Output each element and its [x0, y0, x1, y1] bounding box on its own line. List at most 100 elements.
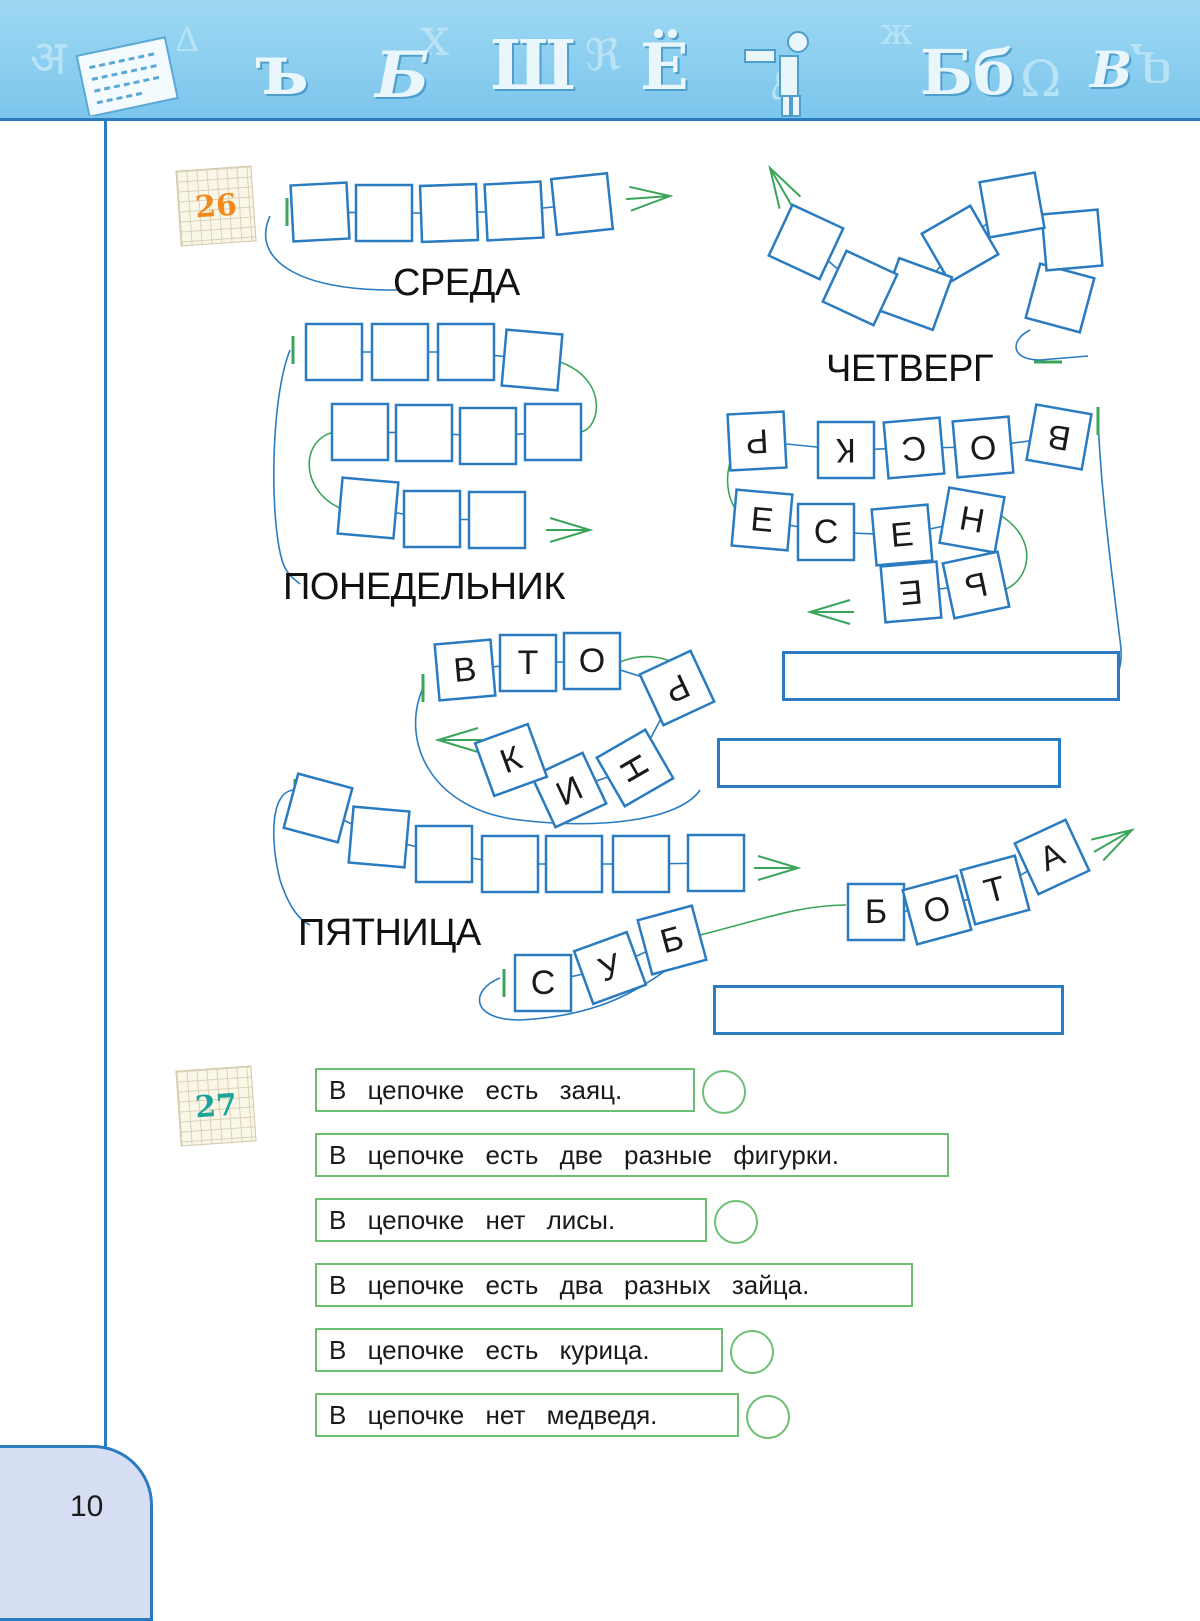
voskresenie-tile-8: Е [870, 503, 934, 567]
vtornik-tile-2: Т [498, 633, 558, 693]
chetverg-tile-1[interactable] [1024, 262, 1096, 334]
voskresenie-tile-4: К [816, 420, 876, 480]
header-banner: अ Δ x ℜ ℘ ж Ω Ⴆ ъ Б Ш Ё Бб В [0, 0, 1200, 121]
word-label-ponedelnik: ПОНЕДЕЛЬНИК [283, 566, 566, 608]
statement-text: В цепочке есть две разные фигурки. [329, 1139, 839, 1170]
banner-glyph: Б [375, 38, 430, 113]
pyatnitsa-tile-3[interactable] [414, 824, 474, 884]
banner-faint-glyph: x [420, 8, 450, 68]
sreda-tail [264, 215, 400, 291]
voskresenie-turn-2 [999, 514, 1028, 591]
banner-faint-glyph: ж [880, 12, 914, 53]
chetverg-tile-4[interactable] [920, 204, 1000, 284]
subbota-tile-5: О [901, 874, 973, 946]
subbota-tile-3: Б [636, 904, 708, 976]
ponedelnik-tile-9[interactable] [336, 476, 400, 540]
sreda-tile-2[interactable] [354, 183, 414, 243]
ponedelnik-tile-7[interactable] [458, 406, 518, 466]
left-margin-line [104, 121, 107, 1600]
subbota-tile-2: У [572, 930, 648, 1006]
tile-letter: Е [749, 500, 775, 540]
answer-circle-6[interactable] [746, 1395, 790, 1439]
banner-glyph: ъ [255, 28, 309, 111]
pyatnitsa-tile-5[interactable] [544, 834, 604, 894]
voskresenie-tile-3: С [882, 416, 946, 480]
pyatnitsa-arrow [754, 855, 802, 881]
sreda-tile-5[interactable] [549, 171, 615, 237]
answer-box-subbota[interactable] [713, 985, 1064, 1035]
statement-text: В цепочке нет лисы. [329, 1204, 616, 1235]
pyatnitsa-tile-7[interactable] [686, 833, 746, 893]
voskresenie-tile-10: Ь [941, 550, 1011, 620]
vtornik-tile-6: И [530, 751, 608, 829]
notepad-icon [75, 36, 179, 116]
ponedelnik-tile-10[interactable] [402, 489, 462, 549]
answer-box-vtornik[interactable] [717, 738, 1061, 788]
statement-1: В цепочке есть заяц. [315, 1068, 695, 1112]
ponedelnik-tile-4[interactable] [500, 328, 564, 392]
ponedelnik-turn-1 [559, 361, 598, 433]
tile-letter: С [900, 428, 928, 468]
subbota-tile-6: Т [959, 854, 1031, 926]
vtornik-tile-4: Р [638, 649, 716, 727]
banner-glyph: Бб [920, 36, 1015, 109]
ponedelnik-tile-6[interactable] [394, 403, 454, 463]
statement-6: В цепочке нет медведя. [315, 1393, 739, 1437]
ponedelnik-tile-1[interactable] [304, 322, 364, 382]
answer-circle-5[interactable] [730, 1330, 774, 1374]
ponedelnik-tile-5[interactable] [330, 402, 390, 462]
pyatnitsa-tile-2[interactable] [347, 805, 411, 869]
answer-box-voskresenie[interactable] [782, 651, 1120, 701]
page-number-tab [0, 1445, 153, 1621]
chetverg-tile-7[interactable] [767, 203, 845, 281]
pyatnitsa-tail [272, 789, 311, 926]
vtornik-tail [414, 687, 701, 825]
sreda-tile-4[interactable] [483, 180, 545, 242]
vtornik-tile-1: В [433, 638, 497, 702]
ponedelnik-tile-2[interactable] [370, 322, 430, 382]
banner-glyph: В [1090, 40, 1133, 99]
vtornik-tile-3: О [562, 631, 622, 691]
chetverg-tile-2[interactable] [1040, 208, 1104, 272]
banner-glyph: Ё [640, 30, 689, 105]
voskresenie-tile-6: Е [730, 488, 794, 552]
ponedelnik-tile-8[interactable] [523, 402, 583, 462]
banner-faint-glyph: अ [30, 30, 67, 86]
chetverg-arrow [768, 164, 802, 209]
ponedelnik-turn-2 [308, 431, 341, 509]
answer-circle-3[interactable] [714, 1200, 758, 1244]
ponedelnik-tile-11[interactable] [467, 490, 527, 550]
statement-text: В цепочке нет медведя. [329, 1399, 658, 1430]
statement-5: В цепочке есть курица. [315, 1328, 723, 1372]
chetverg-tile-6[interactable] [821, 249, 899, 327]
pyatnitsa-tile-1[interactable] [282, 772, 354, 844]
statement-text: В цепочке есть курица. [329, 1334, 650, 1365]
banner-glyph: Ш [490, 26, 577, 106]
pyatnitsa-tile-6[interactable] [611, 834, 671, 894]
subbota-tile-1: С [513, 953, 573, 1013]
voskresenie-tile-11: Е [879, 560, 943, 624]
statement-2: В цепочке есть две разные фигурки. [315, 1133, 949, 1177]
sreda-tile-1[interactable] [289, 181, 351, 243]
sreda-arrow [626, 185, 674, 212]
subbota-link-long [699, 904, 847, 936]
chetverg-tail [1015, 329, 1089, 361]
ponedelnik-tile-3[interactable] [436, 322, 496, 382]
pyatnitsa-tile-4[interactable] [480, 834, 540, 894]
banner-faint-glyph: Δ [175, 20, 200, 60]
tile-letter: Б [865, 893, 887, 931]
statement-text: В цепочке есть два разных зайца. [329, 1269, 810, 1300]
banner-faint-glyph: Ω [1020, 50, 1062, 108]
statement-4: В цепочке есть два разных зайца. [315, 1263, 913, 1307]
tile-letter: К [836, 431, 856, 469]
voskresenie-tile-7: С [796, 502, 856, 562]
page-number: 10 [70, 1490, 104, 1523]
voskresenie-tile-1: В [1025, 403, 1093, 471]
answer-circle-1[interactable] [702, 1070, 746, 1114]
chetverg-tile-3[interactable] [978, 171, 1046, 239]
voskresenie-arrow [806, 599, 854, 625]
ponedelnik-tail [273, 349, 301, 585]
voskresenie-tile-2: О [951, 415, 1015, 479]
sreda-tile-3[interactable] [418, 182, 480, 244]
tile-letter: Е [889, 515, 915, 555]
